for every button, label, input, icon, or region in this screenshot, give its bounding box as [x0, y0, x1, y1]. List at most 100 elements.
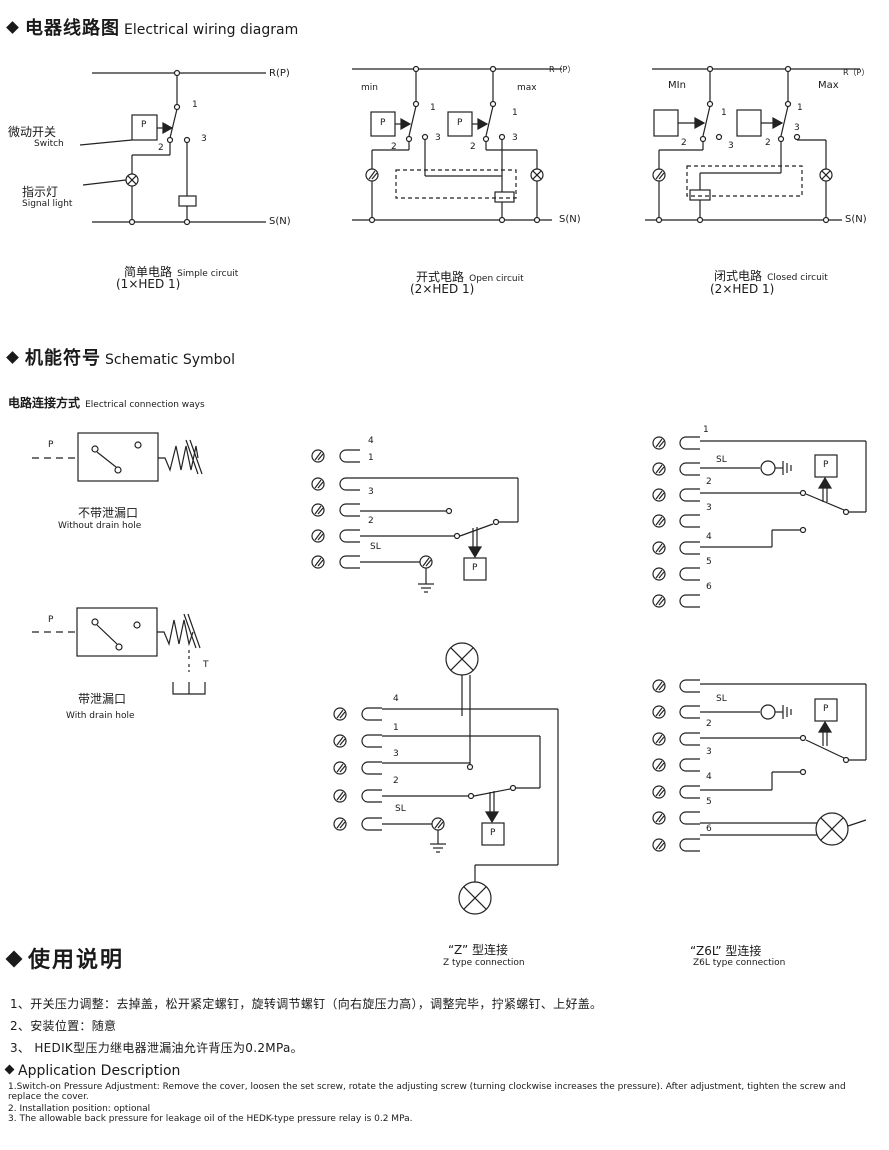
no-drain-caption-en: Without drain hole: [58, 521, 142, 531]
symbol-title-zh: 机能符号: [25, 348, 101, 369]
z6l-n4: 4: [706, 772, 712, 782]
simple-caption-zh: 简单电路: [124, 265, 173, 279]
closed-rp-label: R（P）: [843, 68, 870, 77]
z-type-caption-zh: “Z” 型连接: [448, 943, 509, 957]
z6l-n6: 6: [706, 824, 712, 834]
open-rp-label: R（P）: [549, 65, 576, 74]
open-p2-label: P: [457, 118, 463, 128]
open-caption-en: Open circuit: [469, 274, 524, 284]
wiring-title-en: Electrical wiring diagram: [124, 22, 299, 38]
app-line-3: 3. The allowable back pressure for leaka…: [8, 1114, 413, 1124]
open-circuit-qty: (2×HED 1): [410, 282, 475, 296]
symbol-without-drain: [32, 432, 203, 482]
open-p1-label: P: [380, 118, 386, 128]
switch-label-en: Switch: [34, 139, 64, 149]
switch-label-zh: 微动开关: [8, 125, 57, 139]
z6l-n2: 2: [706, 719, 712, 729]
closed-t2b: 2: [765, 138, 771, 148]
closed-t3a: 3: [728, 141, 734, 151]
open-max-label: max: [517, 83, 537, 93]
open-t1a: 1: [430, 103, 436, 113]
open-t3a: 3: [435, 133, 441, 143]
usage-line-1: 1、开关压力调整：去掉盖，松开紧定螺钉，旋转调节螺钉（向右旋压力高），调整完毕，…: [10, 997, 603, 1011]
z-n3: 3: [393, 749, 399, 759]
closed-sn-label: S(N): [845, 214, 867, 225]
open-circuit-caption: 开式电路 Open circuit: [416, 266, 524, 285]
simple-sn-label: S(N): [269, 216, 291, 227]
z-p: P: [490, 828, 496, 838]
symbol-title-en: Schematic Symbol: [105, 352, 235, 368]
z-type-connection-diagram: [333, 642, 559, 915]
simple-circuit-caption: 简单电路 Simple circuit: [124, 261, 238, 280]
signal-label-en: Signal light: [22, 199, 73, 209]
rt-n4: 4: [706, 532, 712, 542]
z6l-n5: 5: [706, 797, 712, 807]
simple-circuit-diagram: [79, 69, 266, 226]
simple-t2: 2: [158, 143, 164, 153]
open-circuit-diagram: [352, 65, 562, 224]
closed-t1b: 1: [797, 103, 803, 113]
connection-ways-en: Electrical connection ways: [85, 400, 205, 410]
rt-n2: 2: [706, 477, 712, 487]
closed-t3b: 3: [794, 123, 800, 133]
open-min-label: min: [361, 83, 378, 93]
app-line-1: 1.Switch-on Pressure Adjustment: Remove …: [8, 1082, 846, 1102]
closed-caption-en: Closed circuit: [767, 273, 828, 283]
z-n2: 2: [393, 776, 399, 786]
application-description-title: Application Description: [4, 1063, 181, 1079]
connection-ways-label: 电路连接方式 Electrical connection ways: [8, 392, 205, 411]
rt-n3: 3: [706, 503, 712, 513]
simple-p-label: P: [141, 120, 147, 130]
usage-title-zh: 使用说明: [28, 948, 125, 973]
open-sn-label: S(N): [559, 214, 581, 225]
closed-circuit-diagram: [645, 65, 860, 224]
z6l-type-caption-en: Z6L type connection: [693, 958, 786, 968]
c-n4: 4: [368, 436, 374, 446]
z-sl: SL: [395, 804, 406, 814]
open-t2a: 2: [391, 142, 397, 152]
closed-caption-zh: 闭式电路: [714, 269, 763, 283]
sym2-t-label: T: [203, 660, 209, 670]
closed-max-label: Max: [818, 80, 839, 91]
simple-rp-label: R(P): [269, 68, 290, 79]
usage-section-title: 使用说明: [5, 942, 125, 974]
drain-caption-en: With drain hole: [66, 711, 135, 721]
open-caption-zh: 开式电路: [416, 270, 465, 284]
connection-ways-zh: 电路连接方式: [8, 396, 81, 410]
simple-t1: 1: [192, 100, 198, 110]
no-drain-caption-zh: 不带泄漏口: [78, 506, 139, 520]
closed-circuit-caption: 闭式电路 Closed circuit: [714, 265, 828, 284]
closed-min-label: MIn: [668, 80, 686, 91]
rt-n6: 6: [706, 582, 712, 592]
c-n3: 3: [368, 487, 374, 497]
z6l-n3: 3: [706, 747, 712, 757]
c-p: P: [472, 563, 478, 573]
sym2-p-label: P: [48, 615, 54, 625]
open-t3b: 3: [512, 133, 518, 143]
usage-line-3: 3、 HEDIK型压力继电器泄漏油允许背压为0.2MPa。: [10, 1041, 303, 1055]
app-desc-title: Application Description: [18, 1063, 181, 1079]
simple-t3: 3: [201, 134, 207, 144]
rt-n1: 1: [703, 425, 709, 435]
connector-diagram-right-top: [652, 436, 867, 608]
signal-label-zh: 指示灯: [22, 185, 59, 199]
z6l-type-caption-zh: “Z6L” 型连接: [690, 944, 762, 958]
c-n2: 2: [368, 516, 374, 526]
z-type-caption-en: Z type connection: [443, 958, 525, 968]
rt-n5: 5: [706, 557, 712, 567]
rt-p: P: [823, 460, 829, 470]
z6l-p: P: [823, 704, 829, 714]
rt-sl: SL: [716, 455, 727, 465]
open-t1b: 1: [512, 108, 518, 118]
wiring-title-zh: 电器线路图: [25, 18, 120, 39]
z6l-sl: SL: [716, 694, 727, 704]
z6l-type-connection-diagram: [652, 679, 867, 852]
connector-diagram-center: [311, 449, 519, 593]
app-line-2: 2. Installation position: optional: [8, 1104, 151, 1114]
open-t2b: 2: [470, 142, 476, 152]
z-n1: 1: [393, 723, 399, 733]
sym1-p-label: P: [48, 440, 54, 450]
closed-circuit-qty: (2×HED 1): [710, 282, 775, 296]
z-n4: 4: [393, 694, 399, 704]
